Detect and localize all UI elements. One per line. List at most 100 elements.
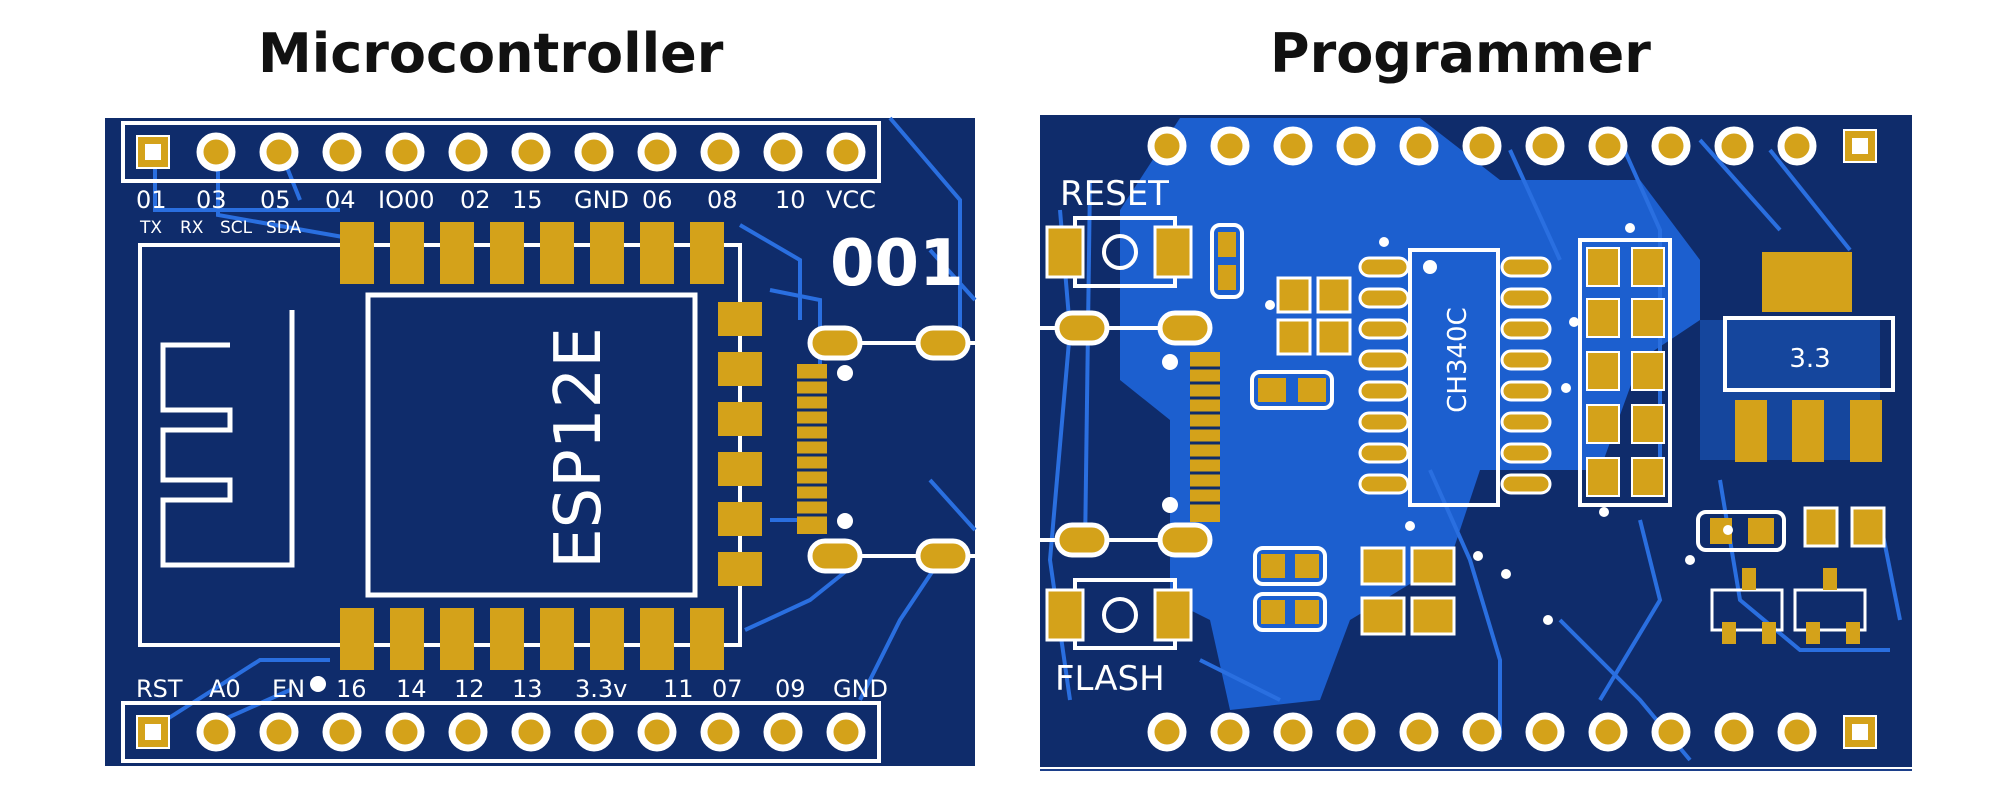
- pin-hole: [1852, 724, 1868, 740]
- header-pin: [1147, 126, 1187, 166]
- header-pin: [1777, 712, 1817, 752]
- header-pin: [1462, 126, 1502, 166]
- top-module-pads: [340, 222, 724, 284]
- pin-label: 11: [663, 675, 694, 703]
- header-pin: [1588, 712, 1628, 752]
- sub-label: RX: [180, 218, 204, 238]
- bottom-pin-labels: RST A0 EN 16 14 12 13 3.3v 11 07 09 GND: [136, 675, 888, 703]
- header-pin: [1777, 126, 1817, 166]
- module-pad: [440, 222, 474, 284]
- module-pad: [590, 222, 624, 284]
- module-pad: [640, 222, 674, 284]
- microcontroller-board: ESP12E: [105, 116, 977, 766]
- usb-connector-left: [797, 325, 975, 574]
- regulator-label: 3.3: [1789, 344, 1830, 374]
- microcontroller-title: Microcontroller: [258, 22, 724, 85]
- chip-label: CH340C: [1443, 307, 1473, 413]
- header-pin: [511, 712, 551, 752]
- sub-label: SDA: [266, 218, 302, 238]
- module-pad: [490, 608, 524, 670]
- header-pin: [1210, 126, 1250, 166]
- top-sub-labels: TX RX SCL SDA: [139, 218, 302, 238]
- programmer-title: Programmer: [1270, 22, 1651, 85]
- pin-label: 15: [512, 186, 543, 214]
- bottom-header-outline: [121, 701, 881, 763]
- header-pin: [448, 712, 488, 752]
- header-pin: [763, 132, 803, 172]
- pin-label: 14: [396, 675, 427, 703]
- pin-label: 12: [454, 675, 485, 703]
- pin1-dot: [310, 676, 326, 692]
- module-pad: [718, 352, 762, 386]
- header-pin: [574, 132, 614, 172]
- pin-hole: [145, 144, 161, 160]
- module-pad: [718, 302, 762, 336]
- header-pin: [196, 132, 236, 172]
- sub-label: TX: [139, 218, 162, 238]
- module-pad: [718, 552, 762, 586]
- header-pin: [1336, 126, 1376, 166]
- reset-label: RESET: [1060, 174, 1169, 214]
- header-pin: [1399, 712, 1439, 752]
- ch340c-chip: CH340C: [1358, 248, 1552, 507]
- header-pin: [1651, 126, 1691, 166]
- pin-label: 01: [136, 186, 167, 214]
- header-pin: [511, 132, 551, 172]
- header-pin: [1714, 712, 1754, 752]
- module-pad: [690, 608, 724, 670]
- header-pin: [259, 132, 299, 172]
- pin-label: 10: [775, 186, 806, 214]
- module-pad: [490, 222, 524, 284]
- square-pin: [1843, 129, 1877, 163]
- header-pin: [1525, 126, 1565, 166]
- flash-button-icon: [1102, 597, 1138, 633]
- programmer-top-pins: [1147, 126, 1877, 166]
- module-pad: [340, 222, 374, 284]
- board-number: 001: [830, 227, 964, 301]
- pin-label: 3.3v: [575, 675, 627, 703]
- vias: [1265, 223, 1733, 625]
- header-pin: [385, 712, 425, 752]
- antenna-trace: [160, 310, 295, 568]
- flash-switch: FLASH: [1045, 578, 1193, 699]
- header-pin: [322, 132, 362, 172]
- resistor-array: [1578, 238, 1672, 507]
- module-pad: [718, 402, 762, 436]
- header-pin: [1714, 126, 1754, 166]
- usb-pad-strip: [797, 364, 827, 534]
- header-pin: [1588, 126, 1628, 166]
- pin-label: 13: [512, 675, 543, 703]
- header-pin: [259, 712, 299, 752]
- module-pad: [540, 608, 574, 670]
- module-pad: [640, 608, 674, 670]
- reset-button-icon: [1102, 234, 1138, 270]
- pin-label: 04: [325, 186, 356, 214]
- smd-components-right: [1696, 506, 1886, 644]
- pin-hole: [1852, 138, 1868, 154]
- header-pin: [385, 132, 425, 172]
- pin-label: 08: [707, 186, 738, 214]
- module-pad: [718, 452, 762, 486]
- header-pin: [1147, 712, 1187, 752]
- module-pad: [390, 608, 424, 670]
- header-pin: [448, 132, 488, 172]
- header-pin: [637, 712, 677, 752]
- pin-label: VCC: [826, 186, 876, 214]
- pin-label: 09: [775, 675, 806, 703]
- pin-label: 03: [196, 186, 227, 214]
- pin-label: A0: [209, 675, 241, 703]
- header-pin: [826, 132, 866, 172]
- module-pad: [340, 608, 374, 670]
- module-label: ESP12E: [542, 327, 616, 569]
- voltage-regulator: 3.3: [1723, 252, 1895, 462]
- header-pin: [1210, 712, 1250, 752]
- reset-switch: RESET: [1045, 174, 1193, 288]
- header-pin: [826, 712, 866, 752]
- smd-components-left: [1210, 223, 1456, 636]
- header-pin: [574, 712, 614, 752]
- top-header-pins: [136, 132, 866, 172]
- header-pin: [1525, 712, 1565, 752]
- header-pin: [763, 712, 803, 752]
- pin-label: 05: [260, 186, 291, 214]
